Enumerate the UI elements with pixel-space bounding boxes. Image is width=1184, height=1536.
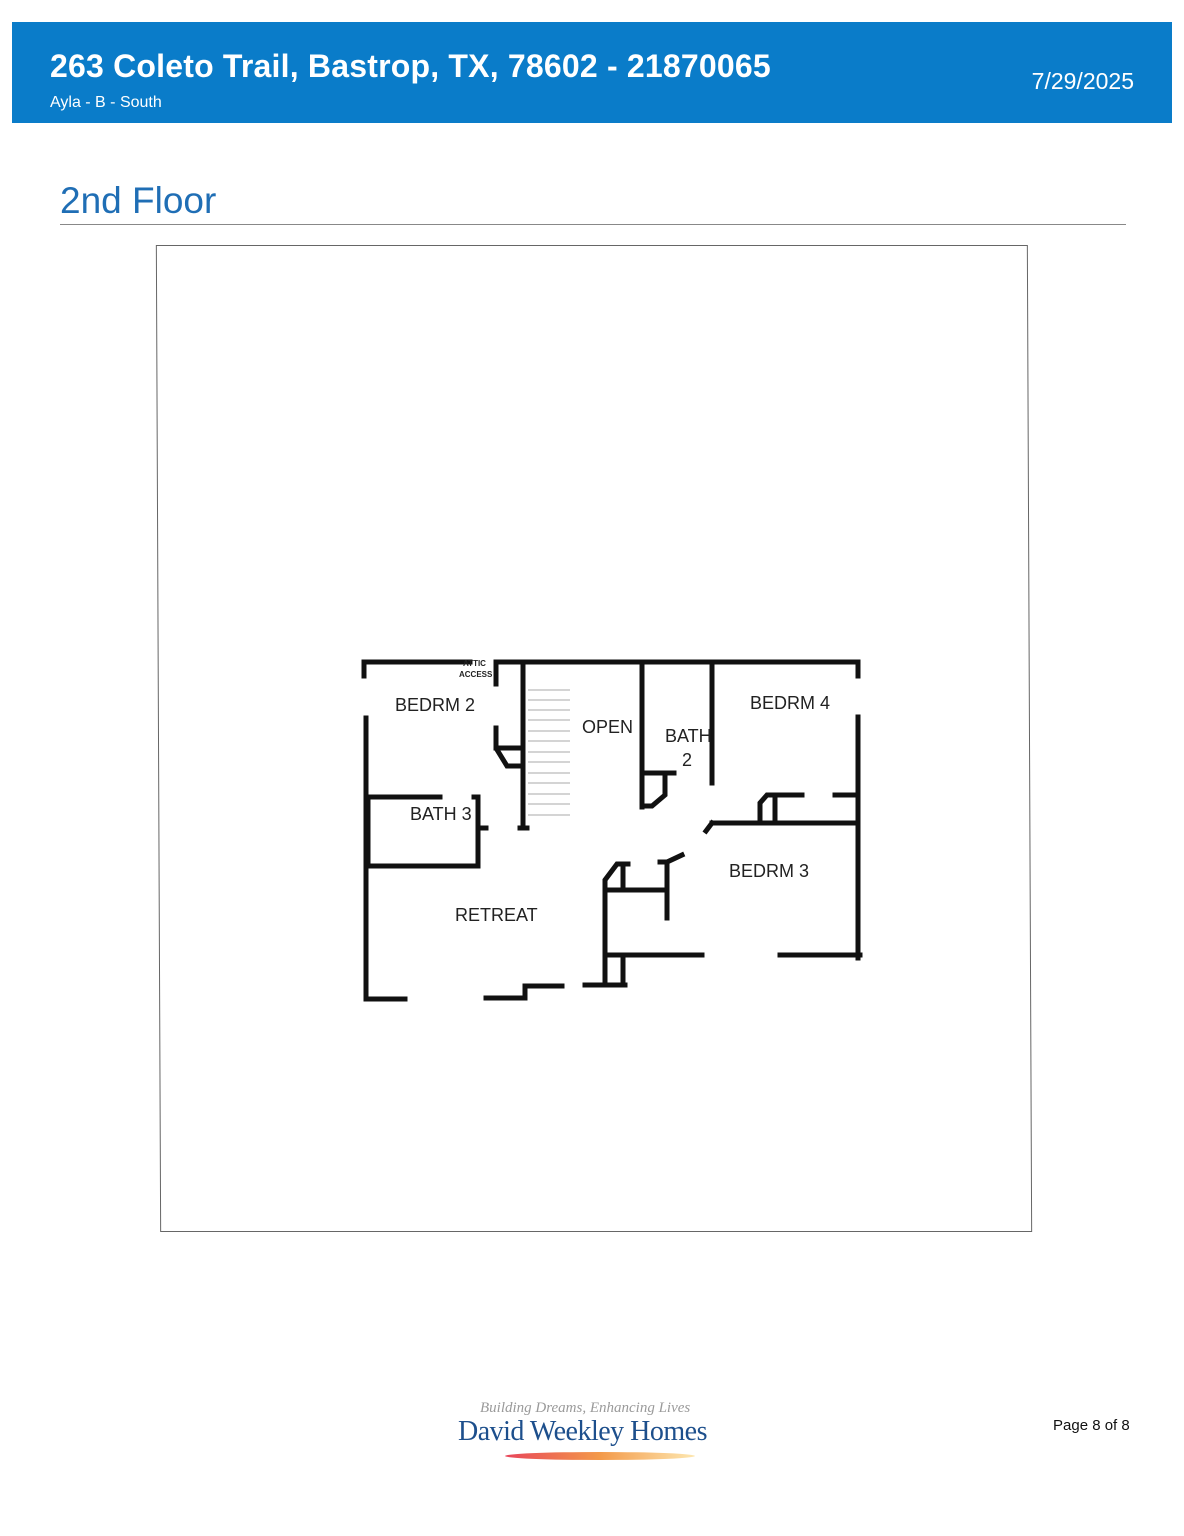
room-label-attic: ATTIC (463, 659, 486, 668)
room-label-bedrm4: BEDRM 4 (750, 693, 830, 713)
room-label-bath2-num: 2 (682, 750, 692, 770)
property-title: 263 Coleto Trail, Bastrop, TX, 78602 - 2… (50, 48, 771, 84)
plan-subtitle: Ayla - B - South (50, 94, 162, 111)
page-number: Page 8 of 8 (1053, 1417, 1130, 1434)
room-label-bedrm3: BEDRM 3 (729, 861, 809, 881)
section-divider (60, 224, 1126, 225)
room-label-bedrm2: BEDRM 2 (395, 695, 475, 715)
walls (361, 659, 863, 1002)
page-header: 263 Coleto Trail, Bastrop, TX, 78602 - 2… (12, 22, 1172, 123)
brand-logo: David Weekley Homes (458, 1416, 708, 1447)
brand-tagline: Building Dreams, Enhancing Lives (480, 1400, 691, 1416)
stair-treads (528, 689, 570, 816)
section-title: 2nd Floor (60, 180, 217, 221)
room-label-open: OPEN (582, 717, 633, 737)
room-label-bath3: BATH 3 (410, 804, 472, 824)
room-label-bath2: BATH (665, 726, 712, 746)
report-date: 7/29/2025 (1031, 68, 1134, 94)
brand-swoosh-icon (505, 1452, 695, 1460)
room-label-retreat: RETREAT (455, 905, 538, 925)
room-label-access: ACCESS (459, 670, 493, 679)
